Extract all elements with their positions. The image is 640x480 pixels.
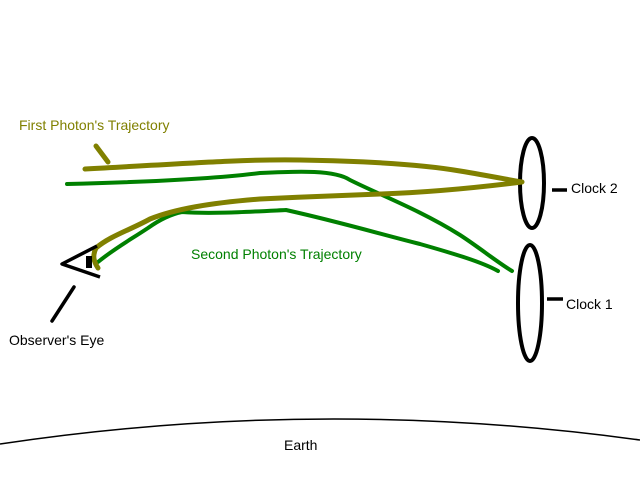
clock-1-label: Clock 1 — [566, 296, 613, 312]
earth-surface — [0, 418, 640, 445]
observer-pointer — [50, 285, 76, 323]
observer-eye-label: Observer's Eye — [9, 332, 105, 348]
second-photon-trajectory — [65, 169, 514, 273]
earth-label: Earth — [284, 437, 318, 453]
second-photon-label: Second Photon's Trajectory — [191, 246, 362, 262]
clock-1-ellipse — [516, 243, 544, 363]
clock-2-label: Clock 2 — [571, 180, 618, 196]
observer-eye-pupil — [86, 256, 92, 268]
first-photon-tail — [93, 143, 111, 165]
observer-eye-icon — [60, 244, 101, 279]
first-photon-label: First Photon's Trajectory — [19, 117, 170, 133]
